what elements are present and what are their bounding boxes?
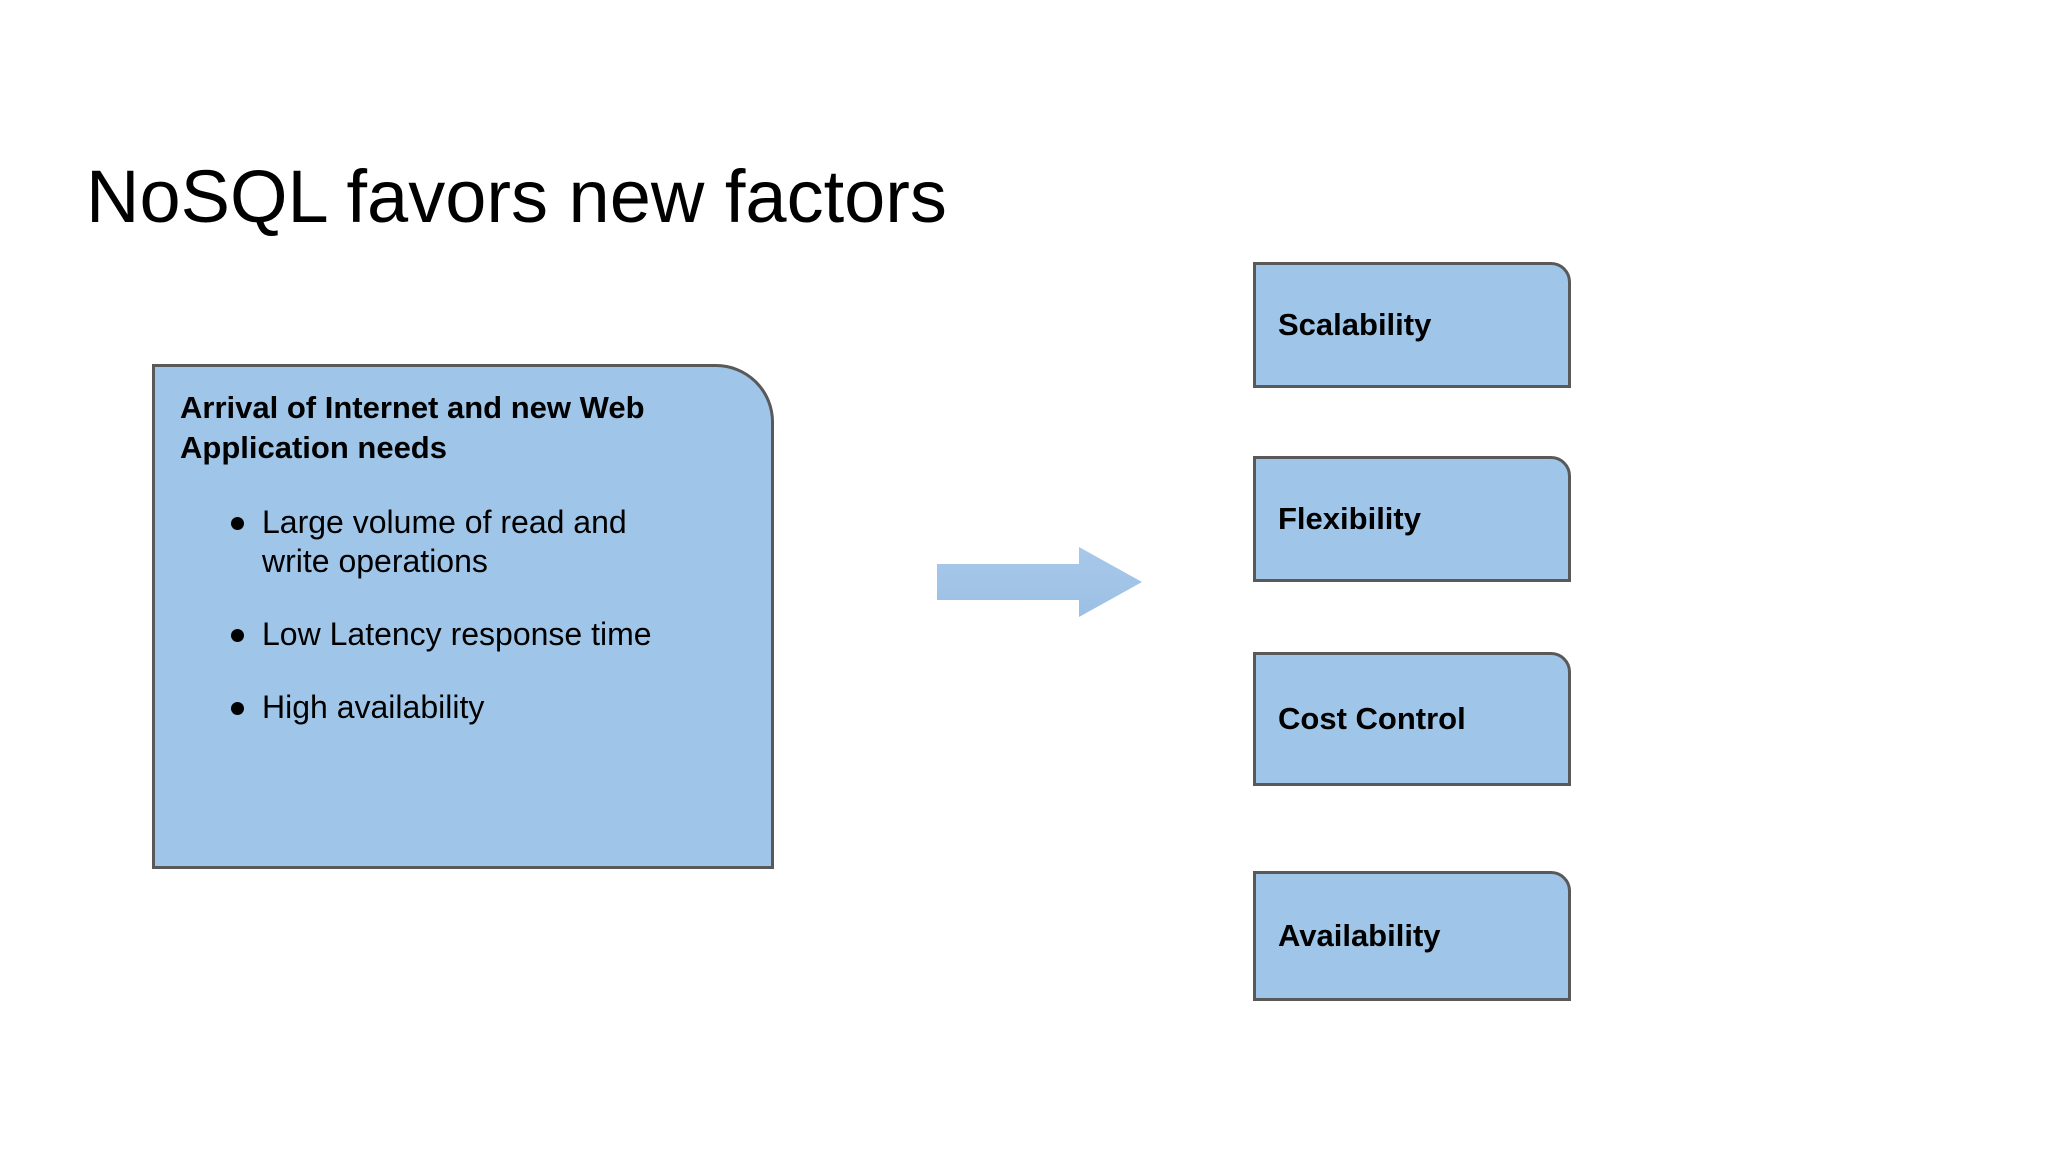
list-item-label: Large volume of read and write operation… [262,504,627,580]
list-item: Large volume of read and write operation… [180,503,740,581]
factor-box-cost-control: Cost Control [1253,652,1571,786]
list-item-label: High availability [262,689,485,726]
needs-box: Arrival of Internet and new Web Applicat… [152,364,774,869]
factor-label: Availability [1278,917,1441,953]
list-item: Low Latency response time [180,615,740,654]
factor-label: Cost Control [1278,700,1466,736]
factor-box-scalability: Scalability [1253,262,1571,388]
right-block-arrow-icon [937,547,1142,617]
factor-label: Scalability [1278,306,1432,342]
bullet-dot-icon [231,517,244,530]
bullet-dot-icon [231,702,244,716]
factor-box-flexibility: Flexibility [1253,456,1571,582]
page-title: NoSQL favors new factors [86,154,947,238]
factor-box-availability: Availability [1253,871,1571,1001]
needs-box-heading: Arrival of Internet and new Web Applicat… [180,390,645,465]
list-item-label: Low Latency response time [262,616,652,653]
factor-label: Flexibility [1278,500,1421,536]
bullet-dot-icon [231,629,244,643]
needs-bullet-list: Large volume of read and write operation… [180,503,740,727]
list-item: High availability [180,688,740,727]
